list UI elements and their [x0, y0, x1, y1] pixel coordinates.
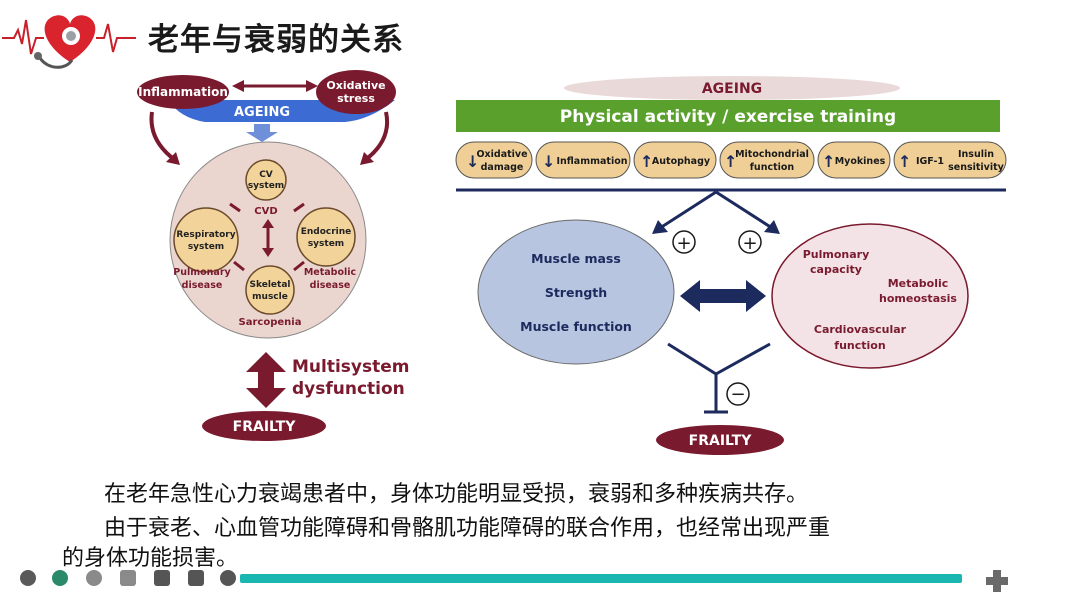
muscle-function-label: Muscle function — [520, 319, 632, 334]
paragraph-1: 在老年急性心力衰竭患者中，身体功能明显受损，衰弱和多种疾病共存。 — [104, 482, 809, 507]
pill-insulin-1: Insulin — [958, 149, 994, 160]
resp-label-2: system — [188, 242, 224, 252]
pill-oxidative: ↓ Oxidative damage — [455, 141, 533, 179]
minus-sign: − — [730, 384, 745, 405]
multisystem-label-1: Multisystem — [292, 357, 410, 377]
plus-sign-1: + — [676, 233, 691, 254]
multisystem-label-2: dysfunction — [292, 379, 405, 399]
resp-label-1: Respiratory — [176, 230, 235, 240]
meta-disease-2: disease — [310, 280, 351, 291]
pulm-disease-2: disease — [182, 280, 223, 291]
pill-mito-1: Mitochondrial — [735, 149, 809, 160]
pill-arrow-5: ↑ — [822, 152, 835, 171]
pill-igf-1: IGF-1 — [916, 156, 944, 167]
skel-label-1: Skeletal — [250, 280, 291, 290]
cardio-func-1: Cardiovascular — [814, 323, 907, 336]
exercise-banner: Physical activity / exercise training — [560, 107, 896, 127]
pill-arrow-1: ↓ — [466, 152, 479, 171]
pill-igf-insulin: ↑ IGF-1 Insulin sensitivity — [893, 141, 1007, 179]
meta-homeo-1: Metabolic — [888, 277, 949, 290]
endo-label-2: system — [308, 239, 344, 249]
more-icon[interactable] — [220, 570, 236, 586]
paragraph-3: 的身体功能损害。 — [62, 546, 239, 571]
meta-homeo-2: homeostasis — [879, 292, 957, 305]
cv-label-1: CV — [259, 170, 273, 180]
slide-title: 老年与衰弱的关系 — [148, 22, 404, 58]
sarcopenia-label: Sarcopenia — [239, 317, 302, 328]
pill-mito-2: function — [750, 162, 795, 173]
video-icon[interactable] — [154, 570, 170, 586]
left-ageing-label: AGEING — [234, 105, 290, 120]
cv-label-2: system — [248, 181, 284, 191]
prev-slide-icon[interactable] — [20, 570, 36, 586]
add-icon[interactable] — [984, 568, 1010, 594]
pulm-disease-1: Pulmonary — [173, 267, 231, 278]
pill-insulin-2: sensitivity — [948, 162, 1005, 173]
strength-label: Strength — [545, 285, 607, 300]
pill-arrow-4: ↑ — [724, 152, 737, 171]
skel-label-2: muscle — [252, 292, 288, 302]
pill-inflammation: ↓ Inflammation — [535, 141, 631, 179]
oxidative-label-1: Oxidative — [326, 79, 385, 92]
left-frailty-label: FRAILTY — [233, 419, 297, 435]
cardio-func-2: function — [834, 339, 885, 352]
pill-autophagy: ↑ Autophagy — [633, 141, 717, 179]
pulm-capacity-2: capacity — [810, 263, 862, 276]
pill-myokines: ↑ Myokines — [817, 141, 891, 179]
paragraph-2: 由于衰老、心血管功能障碍和骨骼肌功能障碍的联合作用，也经常出现严重 — [104, 516, 831, 541]
pen-icon[interactable] — [86, 570, 102, 586]
pill-inflammation-1: Inflammation — [556, 156, 627, 167]
inflammation-label: Inflammation — [138, 85, 228, 99]
comment-icon[interactable] — [188, 570, 204, 586]
pill-autophagy-1: Autophagy — [652, 156, 711, 167]
screenshot-icon[interactable] — [120, 570, 136, 586]
endo-label-1: Endocrine — [301, 227, 352, 237]
pill-oxidative-2: damage — [481, 162, 524, 173]
play-icon[interactable] — [52, 570, 68, 586]
pulm-capacity-1: Pulmonary — [803, 248, 870, 261]
pill-myokines-1: Myokines — [835, 156, 886, 167]
cvd-label: CVD — [254, 206, 277, 217]
muscle-mass-label: Muscle mass — [531, 251, 621, 266]
pill-arrow-2: ↓ — [542, 152, 555, 171]
frailty-diagram: AGEING Inflammation Oxidative stress CV … — [137, 70, 1007, 455]
right-ageing-label: AGEING — [702, 81, 762, 97]
heart-logo-icon — [2, 15, 136, 69]
pill-mitochondrial: ↑ Mitochondrial function — [719, 141, 815, 179]
meta-disease-1: Metabolic — [304, 267, 356, 278]
presentation-toolbar — [0, 566, 1080, 592]
slide-progress-bar[interactable] — [240, 574, 962, 583]
pill-arrow-6: ↑ — [898, 152, 911, 171]
pill-oxidative-1: Oxidative — [476, 149, 527, 160]
plus-sign-2: + — [742, 233, 757, 254]
oxidative-label-2: stress — [337, 92, 375, 105]
right-frailty-label: FRAILTY — [689, 433, 753, 449]
pill-arrow-3: ↑ — [640, 152, 653, 171]
